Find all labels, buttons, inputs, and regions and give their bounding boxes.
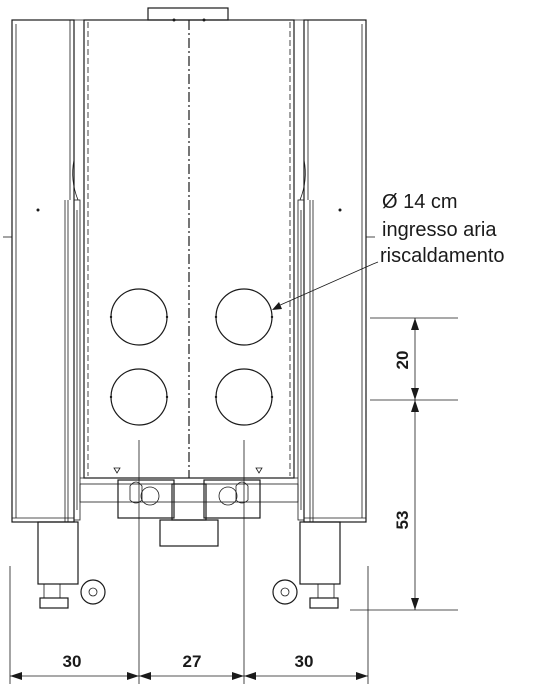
vertical-dimension-lines — [350, 317, 458, 611]
dimension-bottom-left: 30 — [63, 652, 82, 671]
air-inlet-top-right — [214, 288, 274, 346]
dimension-bottom-right: 30 — [295, 652, 314, 671]
annotation-inlet-line2: riscaldamento — [380, 245, 505, 267]
left-foot-assembly — [37, 521, 106, 609]
right-rail — [297, 199, 305, 521]
annotation-inlet-line1: ingresso aria — [382, 219, 497, 241]
left-side-panel — [3, 19, 79, 523]
air-inlet-bottom-right — [214, 368, 274, 426]
right-side-panel — [299, 19, 375, 523]
annotation-diameter: Ø 14 cm — [382, 191, 458, 213]
inlet-leader-line — [272, 261, 379, 310]
central-back-panel — [83, 18, 295, 479]
dimension-vertical-upper: 20 — [393, 351, 412, 370]
horizontal-dimension-lines — [9, 440, 369, 684]
left-rail — [73, 199, 81, 521]
dimension-vertical-lower: 53 — [393, 511, 412, 530]
top-cap — [70, 7, 310, 21]
air-inlet-bottom-left — [109, 368, 169, 426]
bottom-machinery — [79, 467, 299, 547]
right-foot-assembly — [272, 521, 341, 609]
dimension-bottom-middle: 27 — [183, 652, 202, 671]
air-inlet-top-left — [109, 288, 169, 346]
